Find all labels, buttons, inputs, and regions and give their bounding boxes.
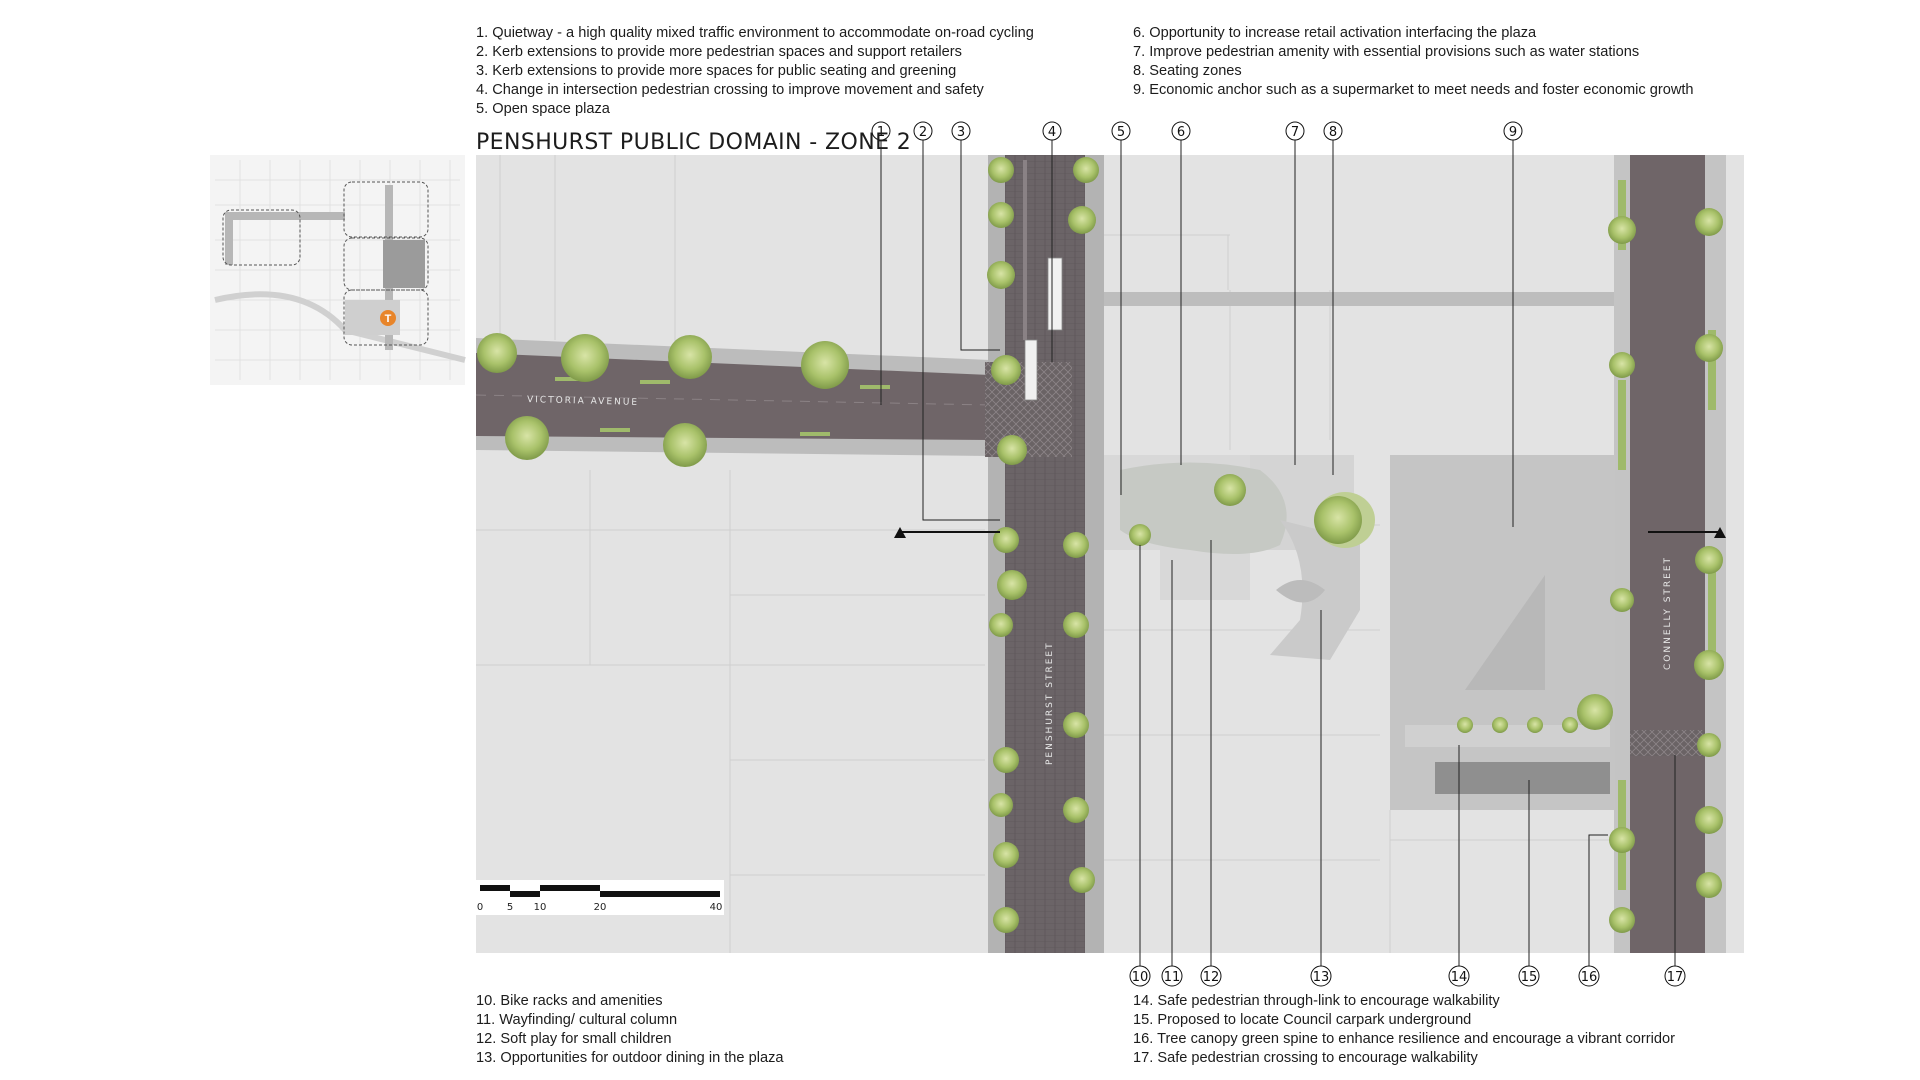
station-marker-label: T: [385, 313, 392, 325]
callout-15: 15: [1518, 965, 1540, 987]
legend-item: 16. Tree canopy green spine to enhance r…: [1133, 1031, 1675, 1047]
svg-text:16: 16: [1581, 970, 1598, 985]
callout-16: 16: [1578, 965, 1600, 987]
plan-title: PENSHURST PUBLIC DOMAIN - ZONE 2: [476, 130, 912, 155]
callout-leaders: [880, 140, 1676, 966]
legend-top-right: 6. Opportunity to increase retail activa…: [1133, 24, 1694, 100]
legend-item: 15. Proposed to locate Council carpark u…: [1133, 1012, 1472, 1028]
svg-text:14: 14: [1451, 970, 1468, 985]
scale-0: 0: [477, 902, 483, 913]
callout-12: 12: [1200, 965, 1222, 987]
scale-5: 5: [507, 902, 513, 913]
tree-canopy: [477, 157, 1724, 933]
svg-text:10: 10: [1132, 970, 1149, 985]
legend-item: 4. Change in intersection pedestrian cro…: [476, 82, 984, 98]
connelly-street-label: CONNELLY STREET: [1663, 556, 1673, 670]
svg-text:8: 8: [1329, 125, 1337, 140]
legend-bottom-right: 14. Safe pedestrian through-link to enco…: [1133, 992, 1675, 1068]
section-markers: [894, 527, 1726, 538]
callout-14: 14: [1448, 965, 1470, 987]
callout-6: 6: [1171, 121, 1191, 141]
callout-3: 3: [951, 121, 971, 141]
legend-item: 6. Opportunity to increase retail activa…: [1133, 25, 1537, 41]
legend-item: 1. Quietway - a high quality mixed traff…: [476, 25, 1034, 41]
legend-item: 2. Kerb extensions to provide more pedes…: [476, 44, 962, 60]
callout-2: 2: [913, 121, 933, 141]
svg-text:3: 3: [957, 125, 965, 140]
station-marker-icon: [380, 310, 396, 326]
legend-item: 11. Wayfinding/ cultural column: [476, 1012, 678, 1028]
callout-9: 9: [1503, 121, 1523, 141]
svg-text:1: 1: [877, 125, 885, 140]
callouts-top: 1 2 3 4 5 6 7 8 9: [871, 121, 1523, 141]
legend-item: 10. Bike racks and amenities: [476, 993, 663, 1009]
svg-text:11: 11: [1164, 970, 1181, 985]
svg-text:4: 4: [1048, 125, 1056, 140]
callout-8: 8: [1323, 121, 1343, 141]
legend-bottom-left: 10. Bike racks and amenities 11. Wayfind…: [476, 992, 783, 1068]
legend-item: 12. Soft play for small children: [476, 1031, 672, 1047]
legend-item: 3. Kerb extensions to provide more space…: [476, 63, 957, 79]
svg-text:6: 6: [1177, 125, 1185, 140]
scale-10: 10: [534, 902, 547, 913]
service-lane: [1104, 292, 1624, 306]
callout-5: 5: [1111, 121, 1131, 141]
legend-item: 17. Safe pedestrian crossing to encourag…: [1133, 1050, 1478, 1066]
svg-text:12: 12: [1203, 970, 1220, 985]
svg-text:15: 15: [1521, 970, 1538, 985]
callout-4: 4: [1042, 121, 1062, 141]
scale-bar: 0 5 10 20 40: [476, 880, 724, 915]
scale-20: 20: [594, 902, 607, 913]
svg-text:9: 9: [1509, 125, 1517, 140]
svg-text:2: 2: [919, 125, 927, 140]
key-map: T: [210, 155, 466, 385]
svg-text:7: 7: [1291, 125, 1299, 140]
legend-item: 14. Safe pedestrian through-link to enco…: [1133, 993, 1500, 1009]
legend-top-left: 1. Quietway - a high quality mixed traff…: [476, 24, 1034, 119]
callout-1: 1: [871, 121, 891, 141]
callout-13: 13: [1310, 965, 1332, 987]
callout-17: 17: [1664, 965, 1686, 987]
callout-11: 11: [1161, 965, 1183, 987]
scale-40: 40: [710, 902, 723, 913]
svg-text:17: 17: [1667, 970, 1684, 985]
legend-item: 9. Economic anchor such as a supermarket…: [1133, 82, 1694, 98]
plaza: [1104, 455, 1615, 810]
legend-item: 8. Seating zones: [1133, 63, 1242, 79]
svg-text:5: 5: [1117, 125, 1125, 140]
penshurst-street-label: PENSHURST STREET: [1045, 641, 1055, 765]
legend-item: 5. Open space plaza: [476, 101, 610, 117]
callout-10: 10: [1129, 965, 1151, 987]
legend-item: 13. Opportunities for outdoor dining in …: [476, 1050, 784, 1066]
callout-7: 7: [1285, 121, 1305, 141]
callouts-bottom: 10 11 12 13 14 15 16 17: [1129, 965, 1686, 987]
legend-item: 7. Improve pedestrian amenity with essen…: [1133, 44, 1640, 60]
victoria-avenue-label: VICTORIA AVENUE: [527, 395, 639, 408]
svg-text:13: 13: [1313, 970, 1330, 985]
